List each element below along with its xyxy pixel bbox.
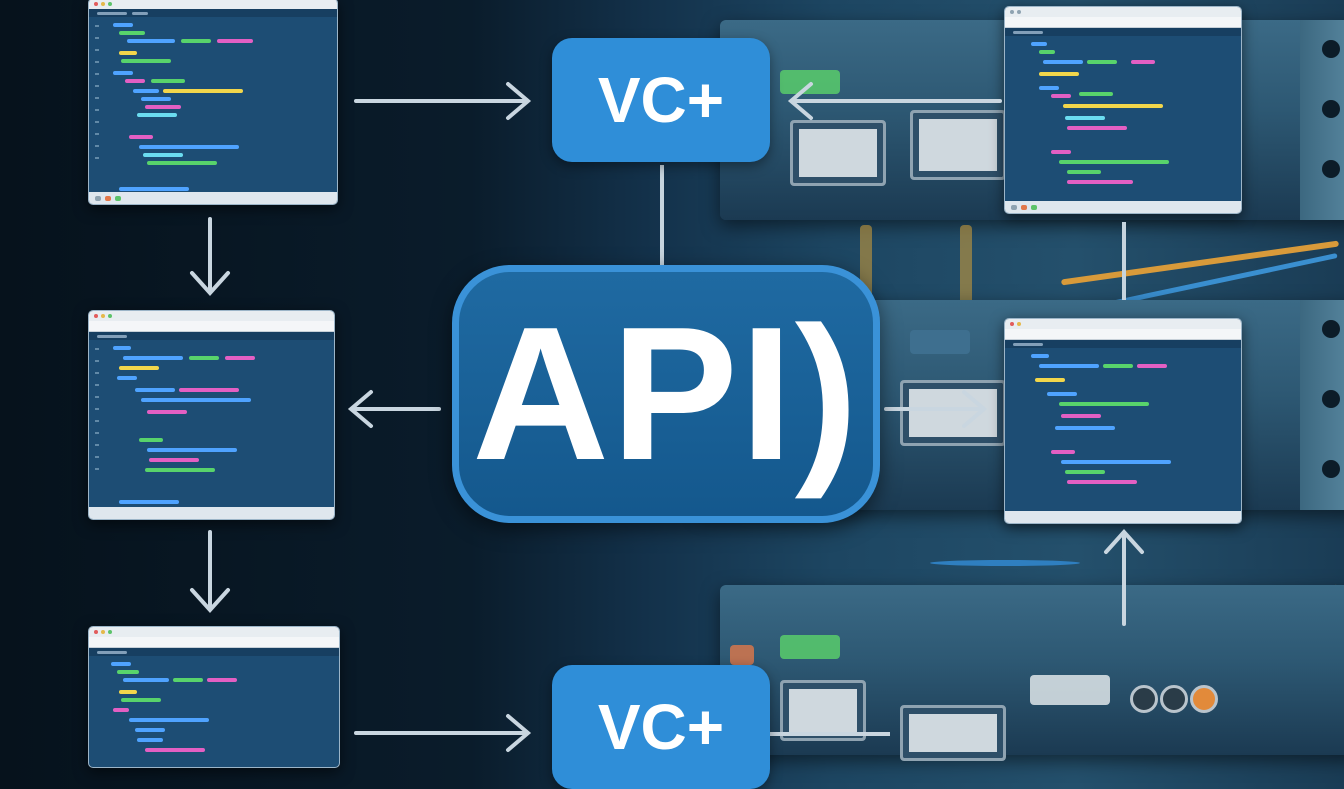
arrow-left-icon (787, 82, 1002, 120)
vc-plus-badge-bottom: VC+ (552, 665, 770, 789)
network-port (900, 705, 1006, 761)
api-label: API) (472, 288, 860, 500)
api-badge: API) (452, 265, 880, 523)
code-window-left-top (88, 0, 338, 205)
display-panel (1030, 675, 1110, 705)
cable (960, 225, 972, 305)
code-editor (89, 656, 339, 767)
connector-line (1122, 222, 1126, 300)
code-window-left-bottom (88, 626, 340, 768)
vc-plus-badge-top: VC+ (552, 38, 770, 162)
arrow-right-icon (884, 390, 988, 428)
status-led (780, 70, 840, 94)
arrow-up-icon (1104, 529, 1144, 626)
server-rack-bottom (720, 585, 1344, 761)
code-editor (1005, 348, 1241, 520)
vc-plus-label: VC+ (597, 691, 725, 763)
vc-plus-label: VC+ (597, 64, 725, 136)
code-editor (89, 340, 334, 504)
code-window-right-top (1004, 6, 1242, 214)
rack-rail (1300, 300, 1344, 510)
cable (930, 560, 1080, 566)
network-port (900, 380, 1006, 446)
arrow-down-icon (190, 217, 230, 296)
connector-line (770, 732, 890, 736)
code-editor (89, 17, 337, 191)
rack-rail (1300, 20, 1344, 220)
network-port (780, 680, 866, 741)
network-port (790, 120, 886, 186)
arrow-right-icon (354, 82, 532, 120)
code-window-right-middle (1004, 318, 1242, 524)
code-editor (1005, 36, 1241, 210)
arrow-down-icon (190, 530, 230, 613)
code-window-left-middle (88, 310, 335, 520)
arrow-left-icon (347, 390, 441, 428)
connector-line (660, 165, 664, 265)
arrow-right-icon (354, 714, 532, 752)
